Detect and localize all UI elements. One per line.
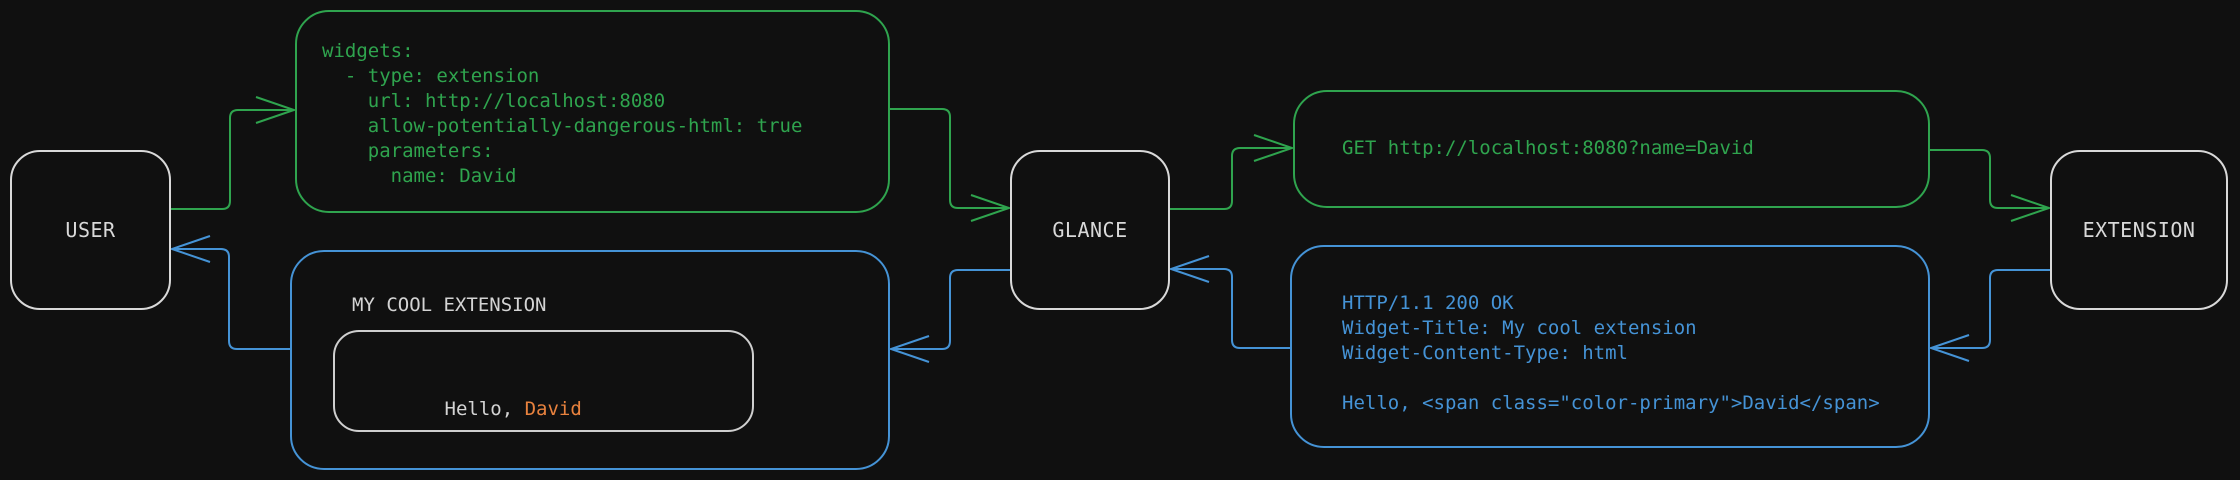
arrowhead-user-to-config bbox=[255, 96, 298, 124]
http-request-box: GET http://localhost:8080?name=David bbox=[1293, 90, 1930, 208]
http-request-text: GET http://localhost:8080?name=David bbox=[1342, 137, 1754, 159]
widget-greeting: Hello, David bbox=[353, 372, 582, 447]
node-user-label: USER bbox=[65, 218, 116, 242]
widget-content-frame: Hello, David bbox=[333, 330, 754, 432]
wire-request-to-extension bbox=[1930, 149, 2048, 209]
arrowhead-request-to-extension bbox=[2010, 194, 2053, 222]
arrowhead-config-to-glance bbox=[970, 194, 1013, 222]
http-response-box: HTTP/1.1 200 OK Widget-Title: My cool ex… bbox=[1290, 245, 1930, 448]
wire-extension-to-response bbox=[1932, 269, 2050, 349]
greeting-name-text: David bbox=[524, 398, 582, 420]
node-glance-label: GLANCE bbox=[1052, 218, 1128, 242]
wire-user-to-config bbox=[171, 109, 293, 210]
config-yaml-box: widgets: - type: extension url: http://l… bbox=[295, 10, 890, 213]
widget-title: MY COOL EXTENSION bbox=[352, 294, 547, 316]
arrowhead-widget-to-user bbox=[168, 235, 211, 263]
wire-widget-to-user bbox=[173, 248, 290, 350]
node-extension: EXTENSION bbox=[2050, 150, 2228, 310]
config-yaml-code: widgets: - type: extension url: http://l… bbox=[322, 40, 803, 187]
greeting-prefix-text: Hello, bbox=[444, 398, 525, 420]
http-response-text: HTTP/1.1 200 OK Widget-Title: My cool ex… bbox=[1342, 292, 1880, 414]
wire-response-to-glance bbox=[1172, 268, 1290, 349]
wire-config-to-glance bbox=[890, 108, 1008, 209]
node-extension-label: EXTENSION bbox=[2082, 218, 2196, 242]
arrowhead-response-to-glance bbox=[1167, 255, 1210, 283]
arrowhead-extension-to-response bbox=[1927, 334, 1970, 362]
rendered-widget-box: MY COOL EXTENSION Hello, David bbox=[290, 250, 890, 470]
arrowhead-glance-to-widget bbox=[887, 335, 930, 363]
node-glance: GLANCE bbox=[1010, 150, 1170, 310]
arrowhead-glance-to-request bbox=[1253, 134, 1296, 162]
wire-glance-to-widget bbox=[892, 269, 1010, 350]
node-user: USER bbox=[10, 150, 171, 310]
wire-glance-to-request bbox=[1170, 147, 1291, 210]
